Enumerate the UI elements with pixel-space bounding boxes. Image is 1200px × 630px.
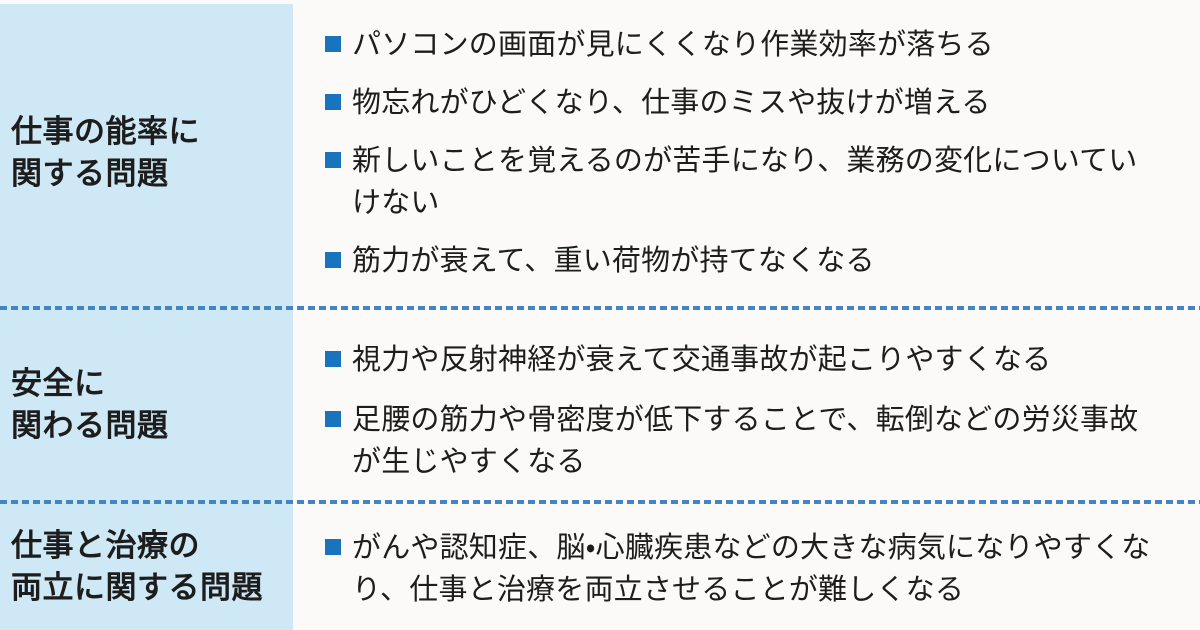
list-item: 物忘れがひどくなり、仕事のミスや抜けが増える: [325, 82, 1166, 124]
section-title-line: 仕事と治療の: [11, 528, 200, 563]
bullet-square-icon: [325, 539, 341, 555]
section-bullet-list: 視力や反射神経が衰えて交通事故が起こりやすくなる 足腰の筋力や骨密度が低下するこ…: [293, 310, 1200, 500]
section-title: 仕事と治療の 両立に関する問題: [11, 525, 263, 609]
list-item: 足腰の筋力や骨密度が低下することで、転倒などの労災事故が生じやすくなる: [325, 399, 1166, 483]
list-item: 筋力が衰えて、重い荷物が持てなくなる: [325, 240, 1166, 282]
list-item-text: 筋力が衰えて、重い荷物が持てなくなる: [352, 245, 875, 277]
dashed-divider: [0, 500, 1200, 504]
list-item-text: 物忘れがひどくなり、仕事のミスや抜けが増える: [352, 87, 991, 119]
section-title-line: 安全に: [11, 366, 106, 401]
section-title: 仕事の能率に 関する問題: [11, 111, 200, 195]
section-work-efficiency: 仕事の能率に 関する問題 パソコンの画面が見にくくなり作業効率が落ちる 物忘れが…: [0, 0, 1200, 306]
section-safety: 安全に 関わる問題 視力や反射神経が衰えて交通事故が起こりやすくなる 足腰の筋力…: [0, 310, 1200, 500]
list-item-text: がんや認知症、脳・心臓疾患などの大きな病気になりやすくなり、仕事と治療を両立させ…: [352, 532, 1151, 606]
left-category-band: [0, 4, 293, 630]
dashed-divider: [0, 306, 1200, 310]
section-title-line: 関する問題: [11, 156, 169, 191]
list-item-text: 新しいことを覚えるのが苦手になり、業務の変化についていけない: [352, 145, 1138, 219]
list-item-text: パソコンの画面が見にくくなり作業効率が落ちる: [352, 29, 994, 61]
bullet-square-icon: [325, 152, 341, 168]
section-work-treatment-balance: 仕事と治療の 両立に関する問題 がんや認知症、脳・心臓疾患などの大きな病気になり…: [0, 504, 1200, 630]
list-item: 新しいことを覚えるのが苦手になり、業務の変化についていけない: [325, 140, 1166, 224]
section-title-line: 関わる問題: [11, 408, 169, 443]
section-title-cell: 仕事と治療の 両立に関する問題: [0, 504, 293, 630]
section-title-line: 仕事の能率に: [11, 114, 200, 149]
list-item: パソコンの画面が見にくくなり作業効率が落ちる: [325, 24, 1166, 66]
bullet-square-icon: [325, 411, 341, 427]
bullet-square-icon: [325, 351, 341, 367]
section-bullet-list: パソコンの画面が見にくくなり作業効率が落ちる 物忘れがひどくなり、仕事のミスや抜…: [293, 0, 1200, 306]
section-title-cell: 安全に 関わる問題: [0, 310, 293, 500]
section-title-line: 両立に関する問題: [11, 570, 263, 605]
list-item: 視力や反射神経が衰えて交通事故が起こりやすくなる: [325, 339, 1166, 381]
list-item-text: 視力や反射神経が衰えて交通事故が起こりやすくなる: [352, 344, 1052, 376]
bullet-square-icon: [325, 36, 341, 52]
section-title-cell: 仕事の能率に 関する問題: [0, 0, 293, 306]
bullet-square-icon: [325, 94, 341, 110]
list-item: がんや認知症、脳・心臓疾患などの大きな病気になりやすくなり、仕事と治療を両立させ…: [325, 527, 1166, 611]
list-item-text: 足腰の筋力や骨密度が低下することで、転倒などの労災事故が生じやすくなる: [352, 404, 1139, 478]
section-title: 安全に 関わる問題: [11, 363, 169, 447]
section-bullet-list: がんや認知症、脳・心臓疾患などの大きな病気になりやすくなり、仕事と治療を両立させ…: [293, 504, 1200, 630]
bullet-square-icon: [325, 252, 341, 268]
